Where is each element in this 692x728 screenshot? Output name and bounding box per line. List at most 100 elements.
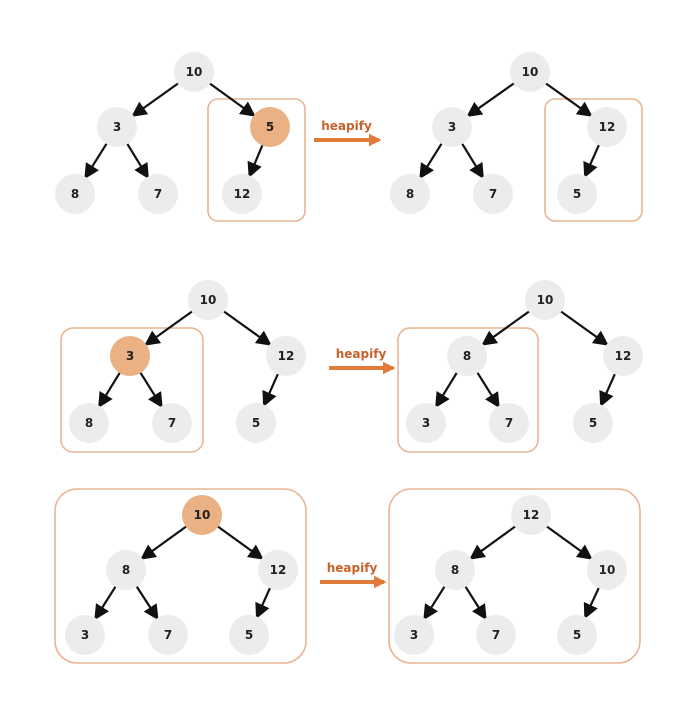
subtree-highlight-box [54, 488, 307, 664]
subtree-highlight-box [207, 98, 306, 222]
tree-edge [262, 371, 280, 408]
heapify-label: heapify [327, 561, 378, 575]
node-circle [188, 280, 228, 320]
node-circle [573, 403, 613, 443]
node-circle [69, 403, 109, 443]
tree-edge [544, 524, 593, 560]
node-value: 8 [406, 187, 414, 201]
heapify-arrow: heapify [314, 119, 382, 147]
tree-edge [255, 585, 272, 620]
node-circle [97, 107, 137, 147]
heap-node: 12 [603, 336, 643, 376]
node-value: 5 [266, 120, 274, 134]
tree-edge [543, 81, 593, 117]
node-value: 12 [234, 187, 251, 201]
heap-node: 3 [65, 615, 105, 655]
heapify-arrow: heapify [320, 561, 387, 589]
node-value: 10 [186, 65, 203, 79]
heap-node: 7 [473, 174, 513, 214]
subtree-highlight-box [397, 327, 539, 453]
node-value: 12 [523, 508, 540, 522]
heap-before-step-1: 10 3 5 8 7 12 [55, 52, 306, 222]
node-value: 10 [599, 563, 616, 577]
heap-node: 12 [266, 336, 306, 376]
heap-node: 7 [489, 403, 529, 443]
node-circle [432, 107, 472, 147]
node-circle [394, 615, 434, 655]
tree-edge [144, 309, 195, 346]
node-value: 3 [448, 120, 456, 134]
tree-edge [247, 143, 265, 178]
heap-node: 5 [250, 107, 290, 147]
subtree-highlight-box [60, 327, 204, 453]
node-value: 10 [200, 293, 217, 307]
heapify-arrow: heapify [329, 347, 396, 375]
node-circle [557, 615, 597, 655]
node-value: 3 [113, 120, 121, 134]
node-value: 8 [85, 416, 93, 430]
tree-edge [138, 370, 163, 409]
tree-edge [475, 370, 500, 409]
heap-node: 8 [447, 336, 487, 376]
heap-node: 10 [182, 495, 222, 535]
node-circle [229, 615, 269, 655]
tree-edge [134, 584, 159, 621]
node-value: 8 [463, 349, 471, 363]
tree-edge [423, 584, 447, 621]
heapify-label: heapify [321, 119, 372, 133]
node-circle [476, 615, 516, 655]
tree-edge [94, 584, 118, 621]
node-circle-highlighted [110, 336, 150, 376]
heap-node: 5 [236, 403, 276, 443]
subtree-highlight-box [388, 488, 641, 664]
node-value: 12 [278, 349, 295, 363]
heap-node: 10 [174, 52, 214, 92]
heap-node: 10 [188, 280, 228, 320]
tree-edge [599, 371, 617, 408]
tree-edge [221, 309, 272, 346]
node-circle [525, 280, 565, 320]
node-value: 5 [589, 416, 597, 430]
tree-edge [419, 141, 444, 180]
heap-node: 12 [511, 495, 551, 535]
heap-node: 8 [435, 550, 475, 590]
node-value: 12 [615, 349, 632, 363]
node-value: 8 [122, 563, 130, 577]
heapify-label: heapify [336, 347, 387, 361]
node-value: 3 [126, 349, 134, 363]
tree-edge [460, 141, 485, 180]
node-value: 7 [505, 416, 513, 430]
heap-node: 8 [106, 550, 146, 590]
heap-node: 3 [110, 336, 150, 376]
heap-node: 7 [476, 615, 516, 655]
heap-node: 8 [69, 403, 109, 443]
node-value: 5 [573, 628, 581, 642]
node-circle [258, 550, 298, 590]
node-circle-highlighted [250, 107, 290, 147]
node-circle [236, 403, 276, 443]
heap-node: 10 [510, 52, 550, 92]
node-value: 10 [194, 508, 211, 522]
node-value: 7 [154, 187, 162, 201]
node-value: 5 [252, 416, 260, 430]
node-value: 8 [71, 187, 79, 201]
node-circle [148, 615, 188, 655]
heap-node: 10 [525, 280, 565, 320]
heap-node: 10 [587, 550, 627, 590]
node-circle [587, 107, 627, 147]
tree-edge [215, 524, 264, 560]
tree-edge [583, 585, 601, 620]
tree-edge [97, 370, 122, 409]
node-circle [174, 52, 214, 92]
heap-node: 8 [390, 174, 430, 214]
node-circle [152, 403, 192, 443]
heap-node: 5 [573, 403, 613, 443]
node-circle [603, 336, 643, 376]
node-circle [473, 174, 513, 214]
node-circle [489, 403, 529, 443]
